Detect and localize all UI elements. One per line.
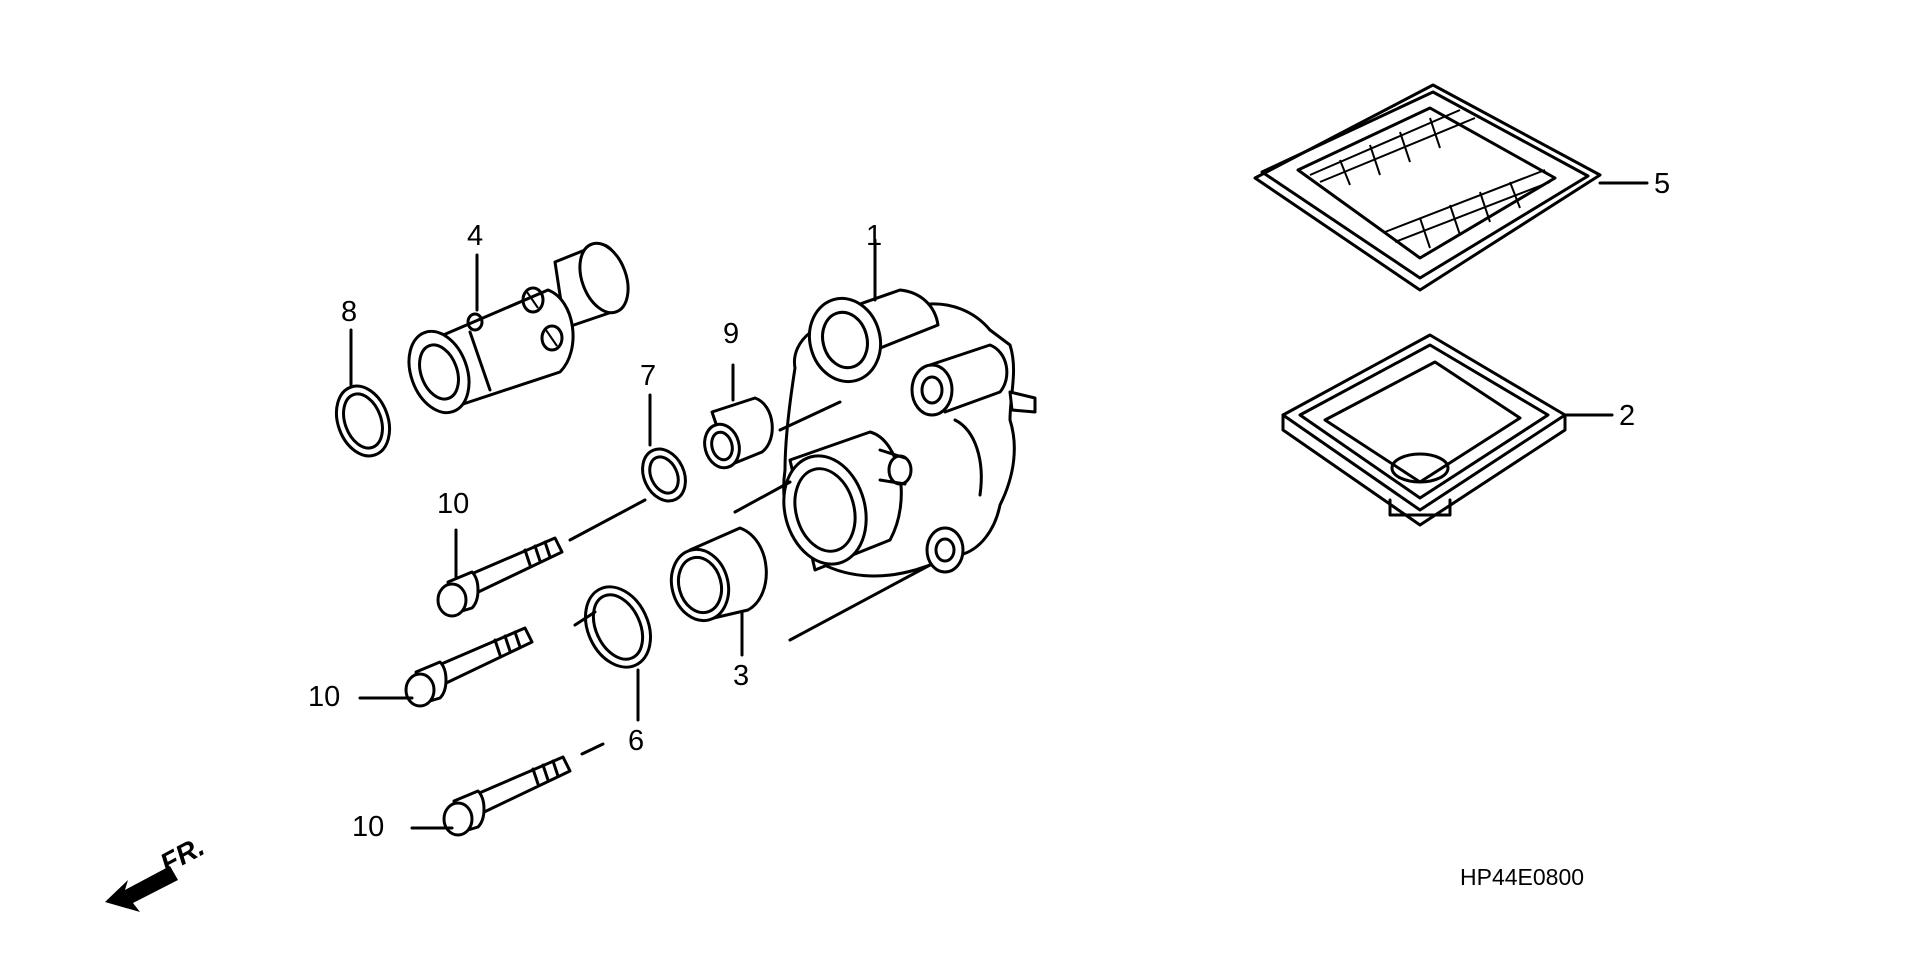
part-4-valve-spool[interactable] [398,237,637,421]
callout-3: 3 [733,660,750,692]
part-6-o-ring[interactable] [573,576,663,677]
part-7-o-ring[interactable] [634,442,693,508]
front-direction-arrow-icon [105,866,178,912]
part-5-oil-screen[interactable] [1253,83,1602,292]
diagram-code: HP44E0800 [1460,864,1585,890]
part-2-filter-case[interactable] [1281,333,1567,527]
part-10-bolt-upper[interactable] [436,536,564,618]
callout-7: 7 [640,360,657,392]
leader-lines [349,181,1649,830]
screen-mesh-upper [1309,109,1476,186]
callout-2: 2 [1619,400,1636,432]
callout-10-lower: 10 [352,811,385,843]
callout-1: 1 [866,220,883,252]
part-3-collar[interactable] [664,526,768,627]
part-9-collar[interactable] [700,396,774,472]
callout-4: 4 [467,220,484,252]
part-10-bolt-lower[interactable] [442,755,572,837]
callout-8: 8 [341,296,358,328]
part-10-bolt-middle[interactable] [404,626,534,708]
callout-9: 9 [723,318,740,350]
callout-10-middle: 10 [308,681,341,713]
callout-5: 5 [1654,168,1671,200]
part-8-o-ring[interactable] [327,379,399,464]
screen-mesh-lower [1384,169,1551,249]
part-1-valve-body[interactable] [772,288,1037,578]
callout-10-upper: 10 [437,488,470,520]
callout-6: 6 [628,725,645,757]
